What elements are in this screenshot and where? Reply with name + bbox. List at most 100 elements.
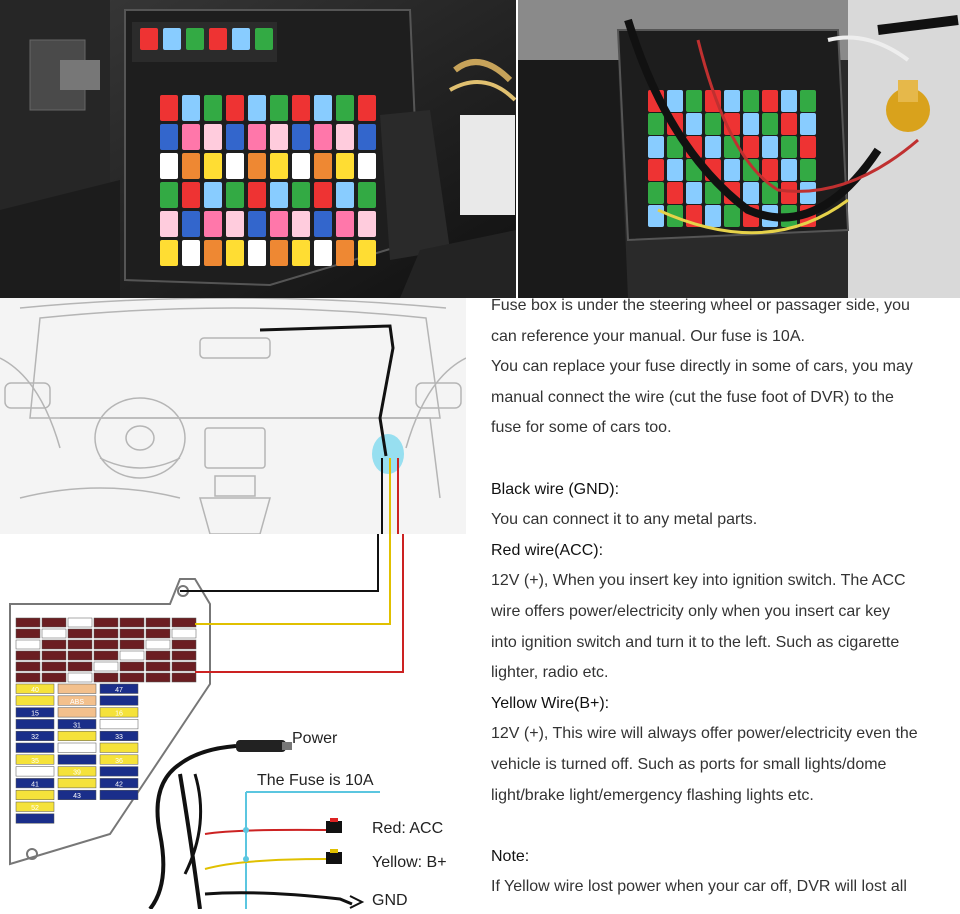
fuse bbox=[255, 28, 273, 50]
fuse bbox=[204, 240, 222, 266]
fuse-slot bbox=[15, 628, 41, 639]
fuse-slot bbox=[15, 695, 55, 706]
fuse-slot bbox=[171, 661, 197, 672]
red-wire-desc: lighter, radio etc. bbox=[491, 664, 609, 682]
red-wire-desc: into ignition switch and turn it to the … bbox=[491, 633, 900, 651]
fuse-slot bbox=[15, 813, 55, 824]
fuse-slot bbox=[93, 672, 119, 683]
fuse bbox=[648, 205, 664, 227]
fuse-slot bbox=[57, 719, 97, 730]
fuse-slot bbox=[15, 754, 55, 765]
fuse-slot bbox=[171, 650, 197, 661]
fuse bbox=[226, 240, 244, 266]
fuse bbox=[336, 95, 354, 121]
fuse bbox=[667, 159, 683, 181]
fuse-number: 47 bbox=[115, 687, 123, 694]
fuse-slot bbox=[15, 766, 55, 777]
fuse bbox=[800, 182, 816, 204]
fuse-slot bbox=[15, 707, 55, 718]
intro-line: can reference your manual. Our fuse is 1… bbox=[491, 327, 805, 345]
fuse-rating-label: The Fuse is 10A bbox=[257, 772, 374, 789]
fuse-slot bbox=[99, 707, 139, 718]
fuse bbox=[182, 240, 200, 266]
fuse bbox=[270, 211, 288, 237]
fuse-slot bbox=[93, 650, 119, 661]
fuse-slot bbox=[119, 639, 145, 650]
fuse bbox=[336, 153, 354, 179]
fuse-slot bbox=[99, 789, 139, 800]
fuse bbox=[270, 95, 288, 121]
fuse bbox=[743, 90, 759, 112]
fuse-slot bbox=[57, 754, 97, 765]
fuse-slot bbox=[99, 742, 139, 753]
fuse-slot bbox=[15, 672, 41, 683]
fuse bbox=[248, 240, 266, 266]
fuse bbox=[314, 124, 332, 150]
fuse-slot bbox=[67, 650, 93, 661]
fuse-slot bbox=[15, 639, 41, 650]
fuse bbox=[724, 159, 740, 181]
fuse bbox=[781, 182, 797, 204]
fuse-slot bbox=[99, 730, 139, 741]
fuse-slot bbox=[57, 789, 97, 800]
fuse bbox=[648, 113, 664, 135]
fuse bbox=[800, 159, 816, 181]
fuse-slot bbox=[15, 801, 55, 812]
fuse-number: 40 bbox=[31, 687, 39, 694]
fuse bbox=[724, 205, 740, 227]
fuse bbox=[248, 211, 266, 237]
intro-line: fuse for some of cars too. bbox=[491, 419, 672, 437]
fuse bbox=[163, 28, 181, 50]
yellow-b-label: Yellow: B+ bbox=[372, 854, 447, 871]
fuse bbox=[232, 28, 250, 50]
fuse bbox=[160, 124, 178, 150]
fuse bbox=[781, 90, 797, 112]
fuse-slot bbox=[93, 661, 119, 672]
fuse-slot bbox=[15, 719, 55, 730]
fuse-number: 35 bbox=[31, 758, 39, 765]
fuse bbox=[226, 182, 244, 208]
fuse bbox=[314, 211, 332, 237]
fuse bbox=[204, 211, 222, 237]
fuse bbox=[358, 182, 376, 208]
fuse-slot bbox=[67, 628, 93, 639]
fuse bbox=[204, 153, 222, 179]
fuse bbox=[160, 95, 178, 121]
fuse bbox=[762, 90, 778, 112]
fuse bbox=[705, 113, 721, 135]
yellow-wire-desc: light/brake light/emergency flashing lig… bbox=[491, 786, 814, 804]
fuse-number: 38 bbox=[73, 746, 81, 753]
fuse bbox=[160, 153, 178, 179]
fuse bbox=[705, 205, 721, 227]
fuse-number: 52 bbox=[31, 805, 39, 812]
fuse-slot bbox=[119, 617, 145, 628]
fuse-slot bbox=[99, 754, 139, 765]
fuse-slot bbox=[171, 639, 197, 650]
fuse-slot bbox=[15, 730, 55, 741]
power-label: Power bbox=[292, 730, 338, 747]
fuse-number: ABS bbox=[70, 699, 84, 706]
fuse-slot bbox=[145, 628, 171, 639]
fuse-number: 15 bbox=[31, 711, 39, 718]
fuse bbox=[160, 182, 178, 208]
fuse bbox=[248, 95, 266, 121]
fuse-slot bbox=[171, 628, 197, 639]
fuse-slot bbox=[145, 661, 171, 672]
fuse-number: 43 bbox=[73, 793, 81, 800]
fuse-slot bbox=[145, 639, 171, 650]
fuse-number: 41 bbox=[31, 781, 39, 788]
fuse bbox=[160, 240, 178, 266]
fuse bbox=[800, 136, 816, 158]
fuse bbox=[182, 211, 200, 237]
yellow-wire-heading: Yellow Wire(B+): bbox=[491, 694, 610, 712]
fuse bbox=[762, 113, 778, 135]
fuse-slot bbox=[41, 628, 67, 639]
fuse-slot bbox=[41, 661, 67, 672]
fuse bbox=[182, 124, 200, 150]
fuse bbox=[358, 240, 376, 266]
intro-line: Fuse box is under the steering wheel or … bbox=[491, 297, 910, 314]
fuse bbox=[705, 136, 721, 158]
fuse bbox=[226, 95, 244, 121]
fuse bbox=[781, 113, 797, 135]
